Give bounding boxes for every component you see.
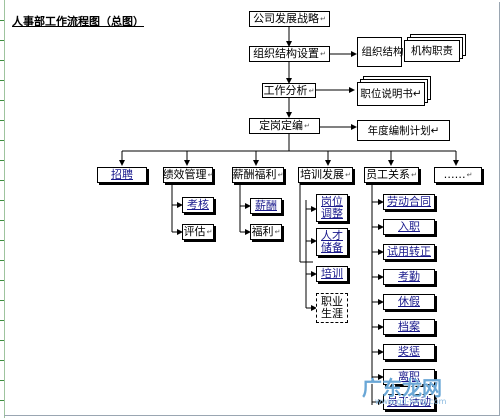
performance-item-box: 考核	[182, 197, 214, 213]
relations-item-link[interactable]: 考勤	[398, 270, 420, 283]
relations-item-box: 员工活动	[383, 394, 435, 410]
watermark-logo: 广东龙网	[362, 372, 442, 401]
strategy-box: 公司发展战略↵	[249, 11, 330, 27]
relations-item-link[interactable]: 休假	[398, 295, 420, 308]
performance-box: 绩效管理↵	[162, 167, 214, 183]
page-title: 人事部工作流程图（总图）	[12, 15, 144, 28]
performance-label: 绩效管理	[162, 168, 207, 181]
org-chart-doc: 组织结构图	[357, 37, 415, 67]
relations-item-link[interactable]: 员工活动	[387, 395, 431, 408]
relations-item-box: 离职	[383, 369, 435, 385]
training-item-link[interactable]: 岗位调整	[321, 195, 343, 220]
job-description-doc: 职位说明书↵	[357, 82, 425, 106]
compensation-item-link[interactable]: 薪酬	[255, 199, 277, 212]
relations-item-box: 试用转正	[383, 244, 435, 260]
org-chart-label: 组织结构图	[361, 46, 415, 58]
relations-item-link[interactable]: 离职	[398, 370, 420, 383]
page-border	[4, 2, 500, 416]
job-description-label: 职位说明书	[360, 88, 413, 100]
org-design-label: 组织结构设置	[253, 47, 320, 60]
training-item-link[interactable]: 培训	[321, 267, 343, 280]
more-label: ……	[443, 168, 466, 181]
relations-item-link[interactable]: 档案	[398, 320, 420, 333]
training-label: 培训发展	[300, 168, 345, 181]
org-design-box: 组织结构设置↵	[249, 46, 330, 62]
responsibilities-label: 机构职责	[411, 45, 453, 57]
compensation-item-box: 薪酬	[250, 198, 282, 214]
relations-item-box: 劳动合同	[383, 194, 435, 210]
left-margin-ruler	[0, 0, 5, 418]
recruitment-box: 招聘	[97, 167, 147, 183]
compensation-item-label: 福利	[251, 225, 274, 238]
training-item-link[interactable]: 人才储备	[321, 229, 343, 254]
training-item-label: 职业生涯	[321, 295, 343, 320]
relations-item-link[interactable]: 奖惩	[398, 345, 420, 358]
staffing-box: 定岗定编↵	[249, 118, 320, 134]
training-box: 培训发展↵	[298, 167, 353, 183]
responsibilities-doc: 机构职责	[404, 40, 460, 62]
compensation-box: 薪酬福利↵	[232, 167, 284, 183]
annual-plan-doc: 年度编制计划↵	[357, 120, 450, 141]
employee-relations-box: 员工关系↵	[364, 167, 419, 183]
strategy-label: 公司发展战略	[253, 12, 320, 25]
training-item-box: 岗位调整	[316, 194, 348, 222]
training-item-box: 人才储备	[316, 228, 348, 256]
relations-item-box: 考勤	[383, 269, 435, 285]
staffing-label: 定岗定编	[259, 119, 304, 132]
relations-item-box: 入职	[383, 219, 435, 235]
relations-item-box: 档案	[383, 319, 435, 335]
relations-item-link[interactable]: 试用转正	[387, 245, 431, 258]
watermark-brand: 广东龙网	[362, 376, 442, 400]
relations-item-box: 奖惩	[383, 344, 435, 360]
compensation-item-box: 福利↵	[250, 224, 282, 240]
performance-item-box: 评估↵	[182, 224, 214, 240]
performance-item-label: 评估	[183, 225, 206, 238]
training-item-box: 培训	[316, 266, 348, 282]
watermark-url: www.gd-long.com	[375, 397, 447, 406]
relations-item-link[interactable]: 入职	[398, 220, 420, 233]
employee-relations-label: 员工关系	[366, 168, 411, 181]
relations-item-box: 休假	[383, 294, 435, 310]
performance-item-link[interactable]: 考核	[187, 198, 209, 211]
job-analysis-label: 工作分析	[263, 83, 308, 97]
relations-item-link[interactable]: 劳动合同	[387, 195, 431, 208]
compensation-label: 薪酬福利	[232, 168, 277, 181]
more-box: ……↵	[434, 167, 482, 183]
recruitment-link[interactable]: 招聘	[111, 168, 133, 181]
job-analysis-box: 工作分析↵	[262, 83, 316, 98]
annual-plan-label: 年度编制计划	[367, 124, 431, 137]
training-item-box: 职业生涯	[316, 293, 348, 323]
